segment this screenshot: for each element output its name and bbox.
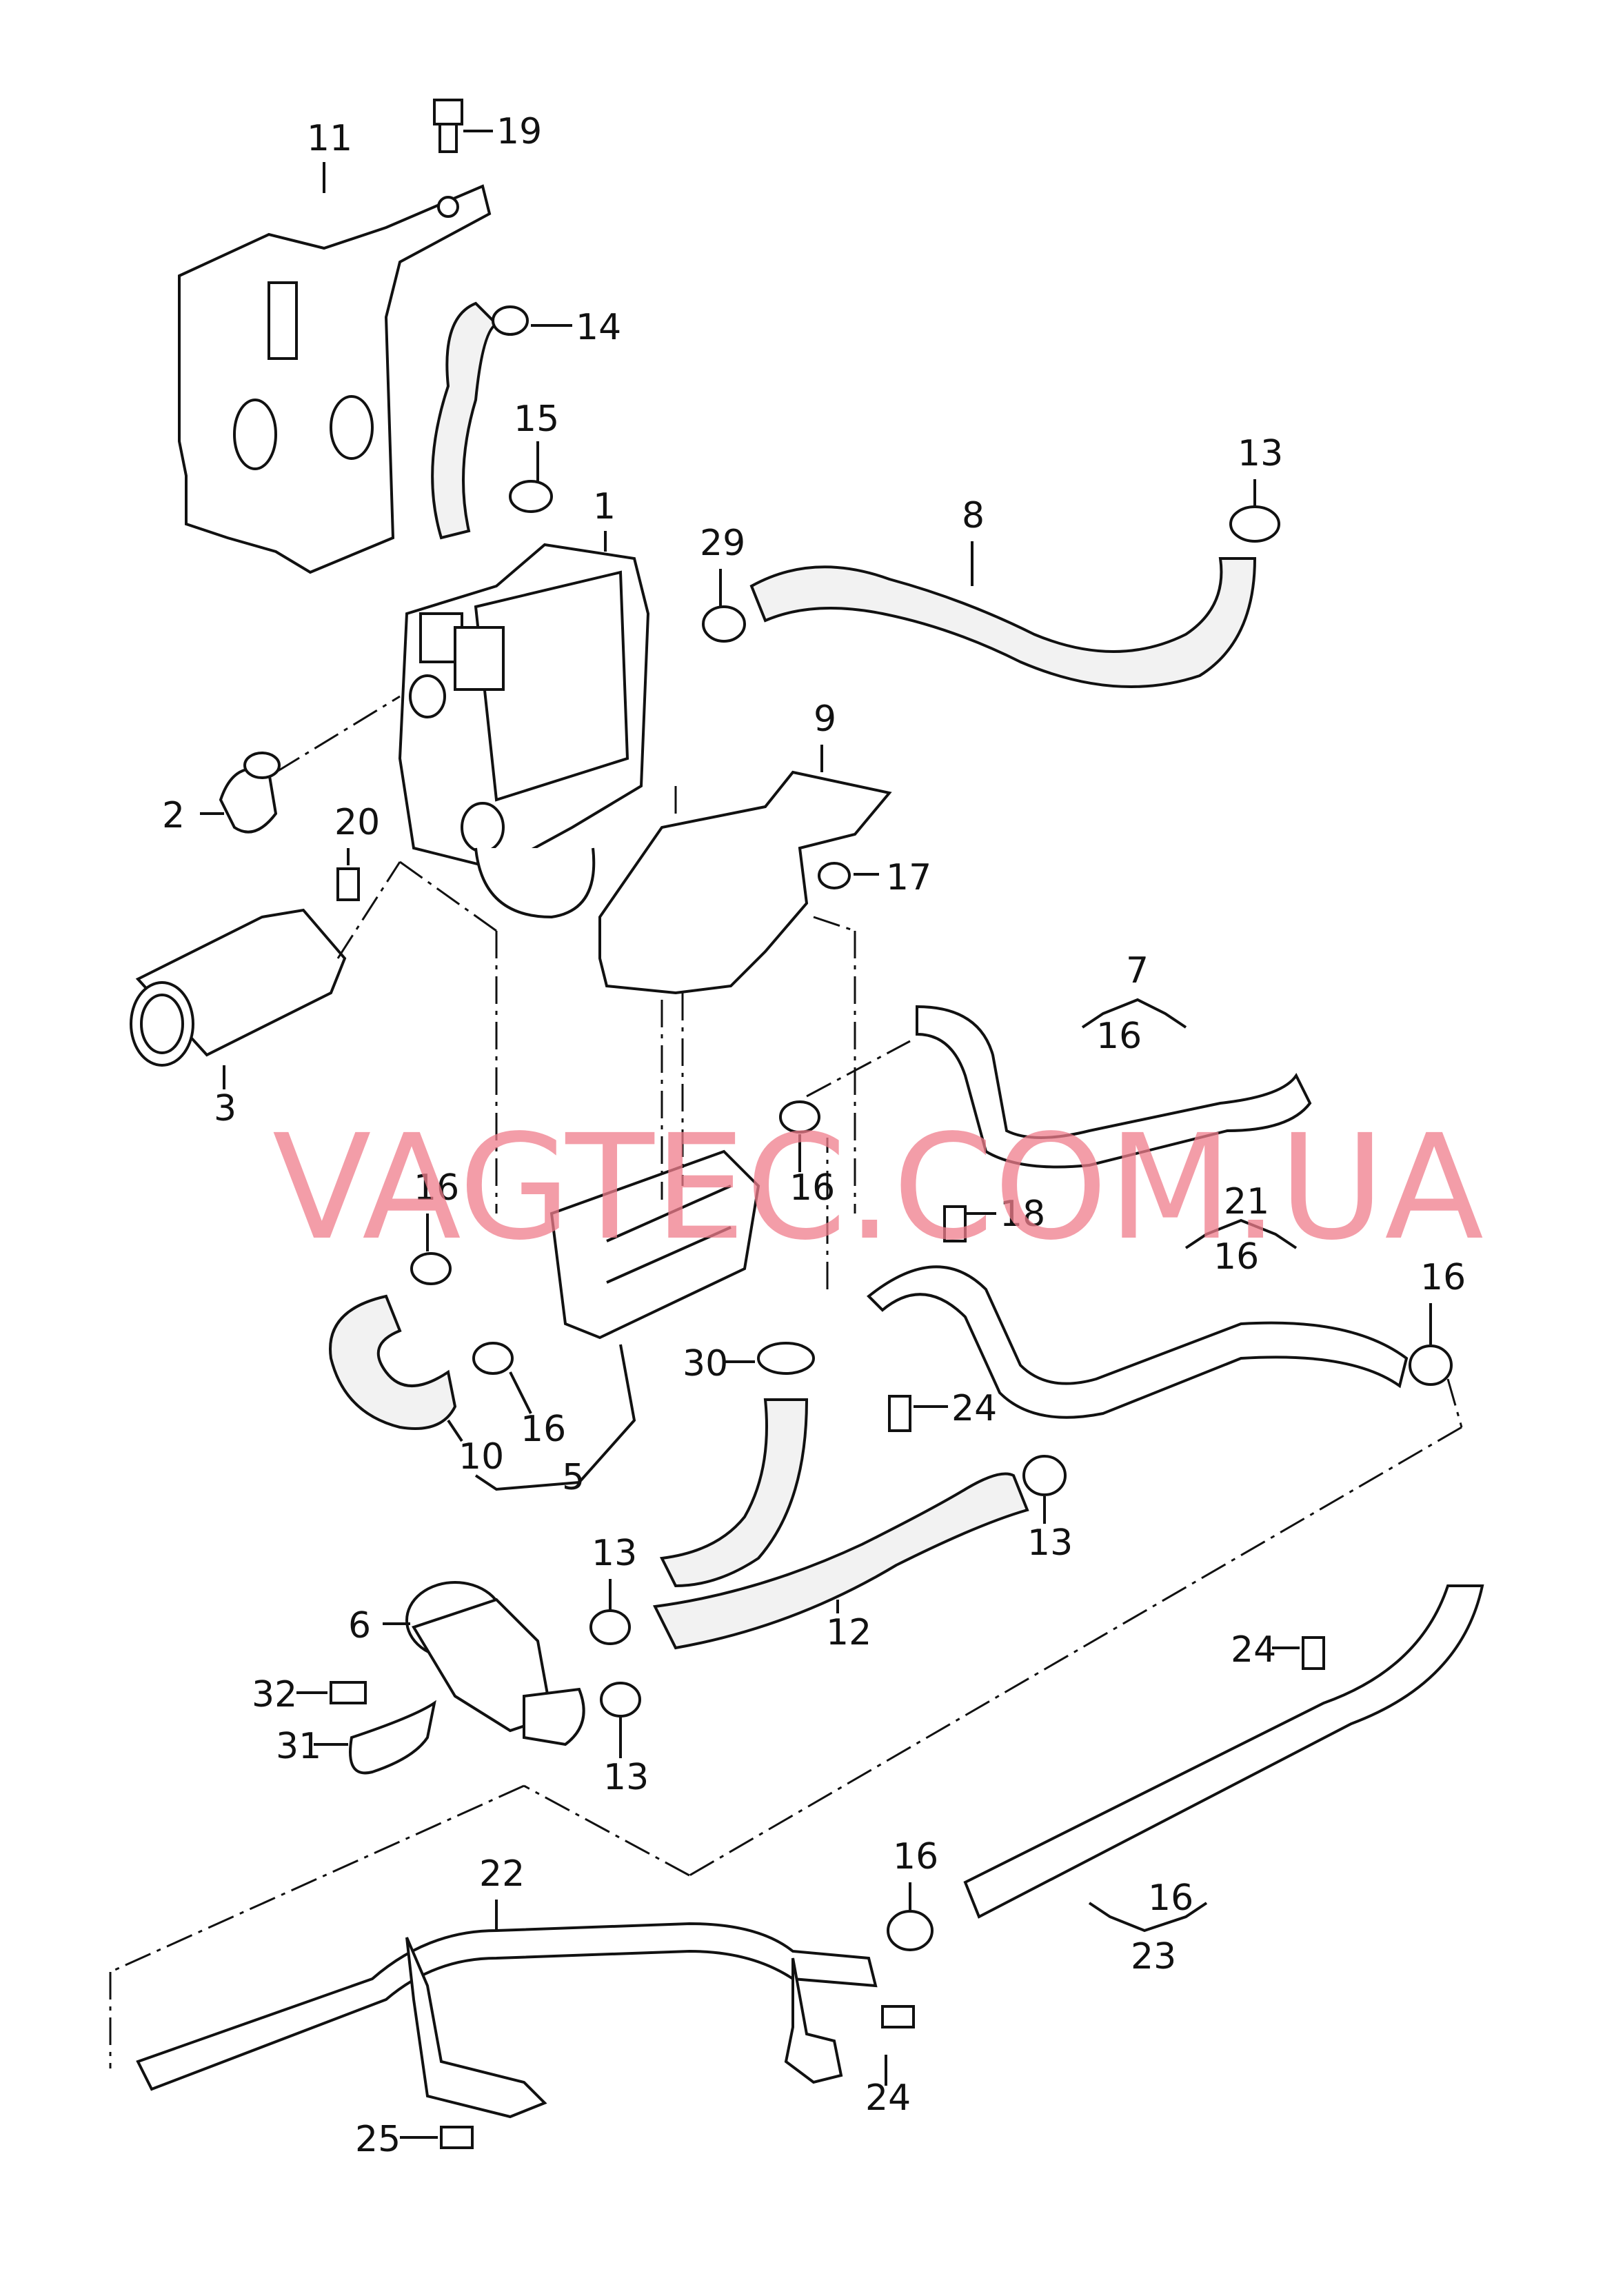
callout-7: 7 bbox=[1126, 950, 1149, 991]
callout-6: 6 bbox=[348, 1605, 371, 1647]
callout-20: 20 bbox=[334, 802, 380, 843]
clamp-13-top bbox=[1229, 505, 1280, 543]
callout-16-pipe23: 16 bbox=[1148, 1877, 1193, 1919]
bolt-24-middle bbox=[888, 1395, 911, 1432]
callout-2: 2 bbox=[162, 795, 185, 836]
pipe-7 bbox=[916, 1005, 1312, 1169]
watermark: VAGTEC.COM.UA bbox=[272, 1103, 1484, 1272]
vent-hose-14 bbox=[431, 301, 499, 540]
callout-16-left-upper: 16 bbox=[414, 1167, 459, 1209]
bolt-24-bottom bbox=[881, 2005, 915, 2028]
callout-16-right: 16 bbox=[1420, 1257, 1466, 1298]
callout-9: 9 bbox=[814, 698, 836, 740]
screw-20 bbox=[336, 867, 360, 901]
callout-30: 30 bbox=[683, 1343, 728, 1384]
callout-13-right: 13 bbox=[1027, 1522, 1073, 1564]
callout-24-bottom: 24 bbox=[865, 2077, 911, 2119]
bolt-18 bbox=[943, 1205, 967, 1242]
clamp-16-right bbox=[1409, 1345, 1453, 1386]
callout-11: 11 bbox=[307, 118, 352, 159]
coolant-hose-8 bbox=[749, 557, 1257, 688]
callout-3: 3 bbox=[214, 1088, 236, 1129]
callout-24-right: 24 bbox=[1231, 1629, 1276, 1671]
coolant-pump-6 bbox=[405, 1581, 585, 1746]
callout-19: 19 bbox=[496, 111, 542, 152]
bracket-11 bbox=[178, 184, 492, 574]
callout-18: 18 bbox=[1000, 1194, 1045, 1235]
bolt-19 bbox=[433, 99, 463, 153]
exhaust-muffler-3 bbox=[130, 908, 347, 1067]
callout-25: 25 bbox=[355, 2119, 401, 2160]
callout-22: 22 bbox=[479, 1853, 525, 1895]
screw-25 bbox=[440, 2126, 474, 2149]
silencer-5 bbox=[549, 1149, 760, 1340]
clamp-16-bottom bbox=[887, 1910, 934, 1951]
clamp-16-left-lower bbox=[472, 1342, 514, 1375]
screw-32 bbox=[330, 1681, 367, 1704]
clamp-29 bbox=[702, 605, 746, 643]
nut-17 bbox=[818, 862, 851, 889]
hose-fitting-14 bbox=[492, 305, 529, 336]
callout-16-pipe21: 16 bbox=[1213, 1236, 1259, 1278]
pipe-bracket-25 bbox=[405, 1937, 547, 2119]
callout-12: 12 bbox=[826, 1612, 871, 1653]
clip-15 bbox=[509, 480, 553, 513]
callout-29: 29 bbox=[700, 523, 745, 564]
bolt-24-right bbox=[1302, 1636, 1325, 1670]
auxiliary-heater-1 bbox=[398, 543, 650, 919]
callout-5: 5 bbox=[562, 1457, 585, 1498]
callout-1: 1 bbox=[593, 486, 616, 527]
coolant-hose-12 bbox=[652, 1398, 1029, 1650]
callout-21: 21 bbox=[1224, 1181, 1269, 1222]
pipe-21 bbox=[867, 1265, 1409, 1419]
callout-15: 15 bbox=[514, 399, 559, 440]
callout-23: 23 bbox=[1131, 1936, 1176, 1977]
exhaust-hose-10 bbox=[329, 1294, 457, 1430]
clamp-16-left-upper bbox=[410, 1252, 452, 1285]
callout-8: 8 bbox=[962, 495, 985, 536]
callout-16-left-lower: 16 bbox=[521, 1409, 566, 1450]
clamp-16-center bbox=[779, 1100, 820, 1134]
callout-31: 31 bbox=[276, 1726, 321, 1767]
clamp-13-right bbox=[1022, 1455, 1067, 1496]
callout-24-middle: 24 bbox=[951, 1388, 997, 1429]
callout-17: 17 bbox=[886, 857, 931, 898]
callout-16-pipe7: 16 bbox=[1096, 1016, 1142, 1057]
pipe-22 bbox=[136, 1922, 878, 2091]
callout-10: 10 bbox=[458, 1436, 504, 1478]
callout-13-lower: 13 bbox=[603, 1757, 649, 1798]
callout-14: 14 bbox=[576, 307, 621, 348]
clamp-13-upper bbox=[589, 1609, 631, 1645]
strap-31 bbox=[349, 1700, 436, 1775]
callout-13-top: 13 bbox=[1238, 433, 1283, 474]
callout-13-upper: 13 bbox=[592, 1533, 637, 1574]
callout-16-bottom: 16 bbox=[893, 1836, 938, 1877]
assembly-guide-lines bbox=[109, 695, 1463, 2068]
clamp-13-lower bbox=[600, 1682, 641, 1718]
pipe-bracket-bottom bbox=[784, 1957, 843, 2084]
bracket-9 bbox=[598, 770, 892, 995]
clamp-30 bbox=[757, 1342, 815, 1375]
pipe-23 bbox=[963, 1584, 1484, 1919]
callout-32: 32 bbox=[252, 1674, 297, 1715]
